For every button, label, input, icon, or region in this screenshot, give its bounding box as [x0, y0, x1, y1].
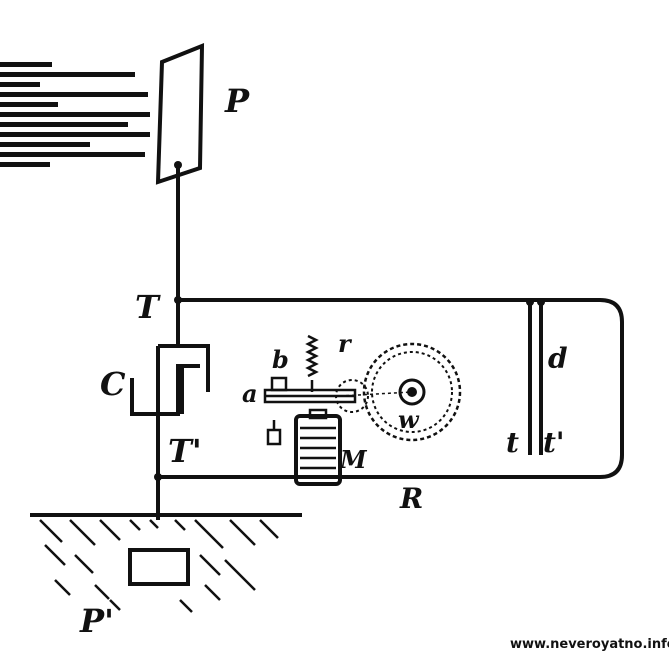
antenna-plate: [155, 43, 205, 185]
watermark: www.neveroyatno.info: [510, 637, 669, 652]
label-magnet: M: [339, 445, 368, 474]
label-wheel-w: w: [398, 405, 420, 434]
label-ground-plate: P': [79, 602, 114, 640]
label-terminal-t2: t': [543, 426, 565, 459]
label-junction-bottom: T': [168, 432, 202, 470]
gear-wheel: [335, 342, 462, 442]
label-terminal-t: t: [506, 426, 519, 459]
label-resistor-R: R: [399, 482, 423, 515]
label-gear-r: r: [338, 329, 353, 358]
water-hatching: [0, 62, 150, 167]
ground-plate: [128, 548, 190, 586]
right-loop: [160, 298, 624, 479]
label-capacitor: C: [100, 365, 126, 403]
capacitor: [130, 344, 210, 416]
label-lever-a: a: [242, 379, 258, 408]
label-spring-b: b: [272, 345, 289, 374]
label-loop-d: d: [548, 342, 568, 375]
label-plate-top: P: [224, 82, 250, 120]
electromagnet: [294, 408, 342, 486]
label-junction-top: T: [135, 288, 161, 326]
ground: [30, 513, 302, 613]
